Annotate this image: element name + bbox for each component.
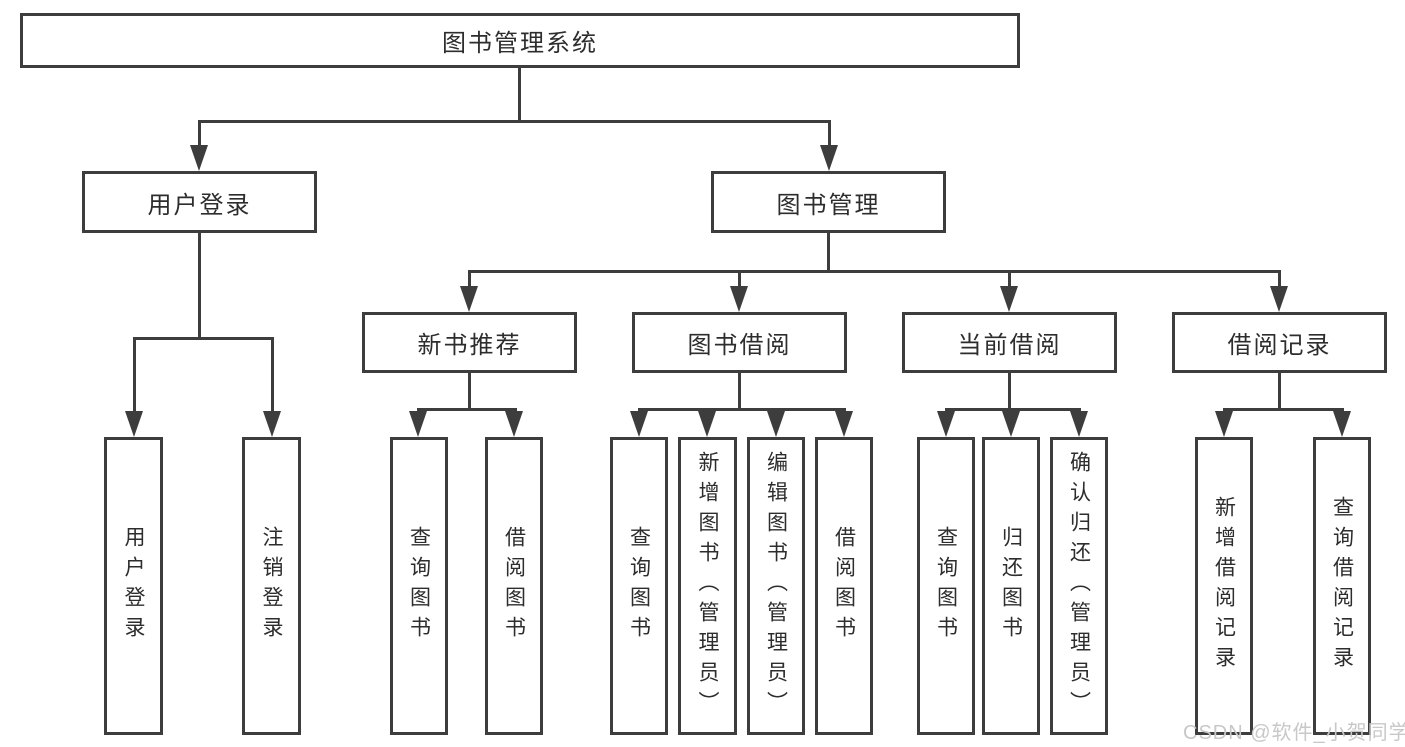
arrow-down-icon bbox=[937, 411, 955, 437]
arrow-down-icon bbox=[835, 411, 853, 437]
leaf-label: 用户登录 bbox=[122, 526, 145, 646]
arrow-down-icon bbox=[820, 145, 838, 171]
connector-line bbox=[1278, 373, 1281, 408]
leaf-node-user-login: 用户登录 bbox=[104, 437, 163, 735]
node-new-book-recommend: 新书推荐 bbox=[362, 312, 577, 373]
leaf-label: 编辑图书（管理员） bbox=[764, 451, 788, 721]
leaf-node-query-book-borrow: 查询图书 bbox=[610, 437, 668, 735]
leaf-node-query-book-recommend: 查询图书 bbox=[390, 437, 448, 735]
node-borrow-record: 借阅记录 bbox=[1172, 312, 1387, 373]
leaf-label: 确认归还（管理员） bbox=[1067, 451, 1091, 721]
node-current-borrow: 当前借阅 bbox=[902, 312, 1117, 373]
connector-line bbox=[133, 337, 136, 411]
connector-line bbox=[1223, 408, 1344, 411]
connector-line bbox=[638, 408, 846, 411]
csdn-watermark: CSDN @软件_小贺同学 bbox=[1183, 722, 1405, 744]
leaf-node-borrow-book: 借阅图书 bbox=[815, 437, 873, 735]
arrow-down-icon bbox=[1000, 286, 1018, 312]
node-user-login: 用户登录 bbox=[82, 171, 317, 233]
connector-line bbox=[198, 233, 201, 337]
leaf-label: 查询图书 bbox=[627, 526, 651, 646]
leaf-node-logout: 注销登录 bbox=[242, 437, 301, 735]
connector-line bbox=[468, 270, 1281, 273]
leaf-label: 注销登录 bbox=[260, 526, 283, 646]
leaf-label: 借阅图书 bbox=[502, 526, 526, 646]
connector-line bbox=[417, 408, 517, 411]
connector-line bbox=[1278, 270, 1281, 288]
leaf-label: 查询借阅记录 bbox=[1330, 496, 1354, 676]
leaf-node-add-book-admin: 新增图书（管理员） bbox=[678, 437, 737, 735]
leaf-label: 新增图书（管理员） bbox=[696, 451, 719, 721]
arrow-down-icon bbox=[630, 411, 648, 437]
leaf-node-add-borrow-record: 新增借阅记录 bbox=[1195, 437, 1253, 735]
connector-line bbox=[827, 233, 830, 270]
leaf-label: 查询图书 bbox=[407, 526, 431, 646]
leaf-label: 借阅图书 bbox=[832, 526, 856, 646]
connector-line bbox=[198, 120, 830, 123]
leaf-node-borrow-book-recommend: 借阅图书 bbox=[485, 437, 543, 735]
connector-line bbox=[1008, 373, 1011, 408]
arrow-down-icon bbox=[1002, 411, 1020, 437]
arrow-down-icon bbox=[125, 411, 143, 437]
arrow-down-icon bbox=[1270, 286, 1288, 312]
leaf-label: 新增借阅记录 bbox=[1212, 496, 1236, 676]
arrow-down-icon bbox=[409, 411, 427, 437]
arrow-down-icon bbox=[263, 411, 281, 437]
connector-line bbox=[945, 408, 1081, 411]
node-book-management: 图书管理 bbox=[711, 171, 946, 233]
connector-line bbox=[468, 270, 471, 288]
leaf-node-return-book: 归还图书 bbox=[982, 437, 1040, 735]
arrow-down-icon bbox=[730, 286, 748, 312]
leaf-label: 查询图书 bbox=[934, 526, 958, 646]
connector-line bbox=[738, 373, 741, 408]
leaf-node-edit-book-admin: 编辑图书（管理员） bbox=[747, 437, 805, 735]
arrow-down-icon bbox=[505, 411, 523, 437]
arrow-down-icon bbox=[698, 411, 716, 437]
arrow-down-icon bbox=[460, 286, 478, 312]
arrow-down-icon bbox=[1070, 411, 1088, 437]
leaf-node-query-book-current: 查询图书 bbox=[917, 437, 975, 735]
leaf-node-confirm-return-admin: 确认归还（管理员） bbox=[1050, 437, 1108, 735]
arrow-down-icon bbox=[1333, 411, 1351, 437]
connector-line bbox=[468, 373, 471, 408]
connector-line bbox=[738, 270, 741, 288]
connector-line bbox=[133, 337, 273, 340]
arrow-down-icon bbox=[190, 145, 208, 171]
node-root-library-system: 图书管理系统 bbox=[20, 13, 1020, 68]
connector-line bbox=[518, 68, 521, 120]
connector-line bbox=[828, 120, 831, 148]
leaf-label: 归还图书 bbox=[999, 526, 1023, 646]
arrow-down-icon bbox=[767, 411, 785, 437]
leaf-node-query-borrow-record: 查询借阅记录 bbox=[1313, 437, 1371, 735]
connector-line bbox=[1008, 270, 1011, 288]
connector-line bbox=[198, 120, 201, 148]
connector-line bbox=[271, 337, 274, 411]
arrow-down-icon bbox=[1215, 411, 1233, 437]
node-book-borrow: 图书借阅 bbox=[632, 312, 847, 373]
